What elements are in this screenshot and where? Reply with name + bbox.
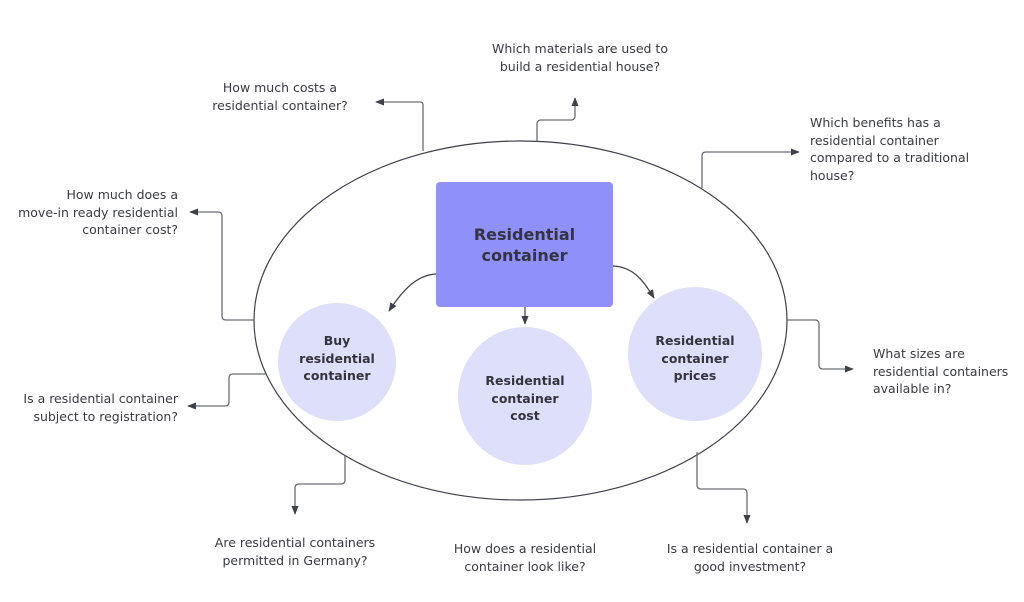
child-node-buy[interactable]	[278, 303, 396, 421]
child-node-cost[interactable]	[458, 327, 592, 465]
question-costs-residential: How much costs a residential container?	[212, 80, 348, 113]
child-node-prices[interactable]	[628, 287, 762, 421]
arrow-to-prices	[612, 265, 655, 299]
connector-germany	[291, 456, 346, 515]
child-node-cost-label: Residential container cost	[485, 373, 565, 423]
arrow-to-buy	[388, 273, 437, 312]
central-node-label: Residential container	[473, 225, 576, 265]
connector-benefits	[701, 148, 800, 188]
connector-registration	[187, 373, 266, 410]
connector-investment	[696, 452, 751, 524]
question-benefits: Which benefits has a residential contain…	[810, 115, 970, 183]
child-node-buy-label: Buy residential container	[299, 333, 375, 383]
question-look: How does a residential container look li…	[453, 541, 597, 574]
connector-materials	[536, 97, 579, 141]
central-node-box[interactable]	[436, 182, 613, 307]
question-investment: Is a residential container a good invest…	[666, 541, 834, 574]
connector-costs-residential	[375, 98, 424, 151]
question-move-in-ready: How much does a move-in ready residentia…	[18, 187, 178, 237]
question-sizes: What sizes are residential containers av…	[873, 346, 1009, 396]
question-germany: Are residential containers permitted in …	[214, 535, 376, 568]
child-node-prices-label: Residential container prices	[655, 333, 735, 383]
question-materials: Which materials are used to build a resi…	[492, 41, 668, 74]
question-registration: Is a residential container subject to re…	[23, 391, 178, 424]
connector-sizes	[786, 319, 854, 373]
connector-move-in-ready	[189, 208, 255, 321]
